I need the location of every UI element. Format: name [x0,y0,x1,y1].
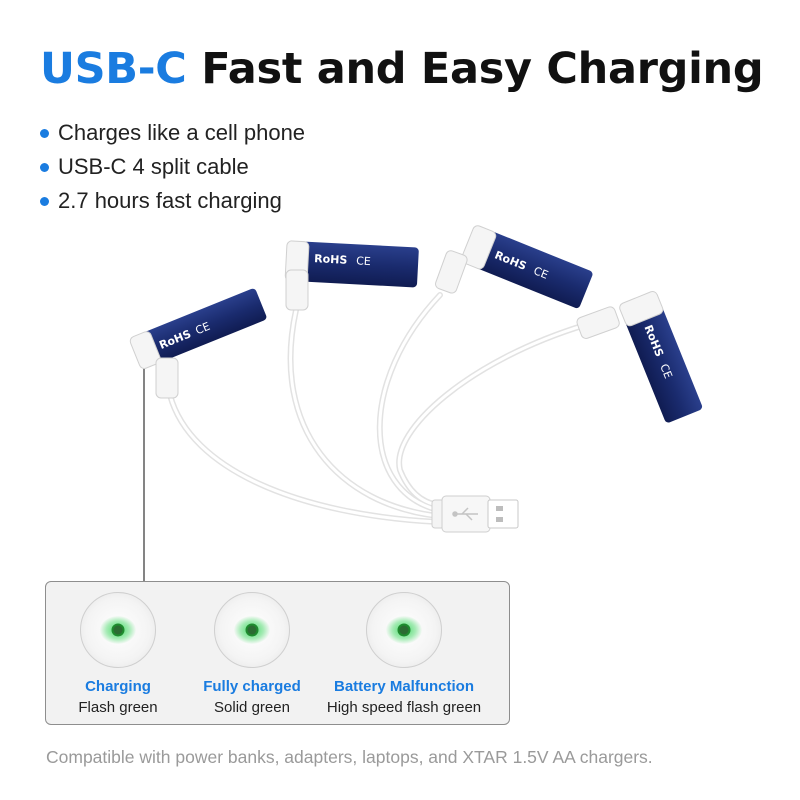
feature-item: Charges like a cell phone [40,116,305,150]
cable-wire [287,307,441,519]
indicator-desc: Flash green [78,699,158,716]
feature-text: USB-C 4 split cable [58,154,249,179]
bullet-dot-icon [40,162,49,172]
rohs-logo: RoHS [314,252,348,267]
feature-item: 2.7 hours fast charging [40,184,305,218]
indicator-battery-malfunction: Battery Malfunction High speed flash gre… [312,592,496,716]
led-ring-icon [366,592,442,668]
feature-text: 2.7 hours fast charging [58,188,282,213]
usb-a-connector [431,495,519,533]
headline: USB-C Fast and Easy Charging [40,40,764,98]
indicator-panel: Charging Flash green Fully charged Solid… [45,581,510,725]
bullet-dot-icon [40,128,49,138]
led-ring-icon [214,592,290,668]
ce-mark: CE [356,254,371,268]
usb-c-plug [576,306,620,339]
feature-item: USB-C 4 split cable [40,150,305,184]
cable-wire [396,322,588,508]
indicator-title: Battery Malfunction [333,678,474,695]
ce-mark: CE [657,362,675,380]
usb-icon [452,507,478,521]
bullet-dot-icon [40,196,49,206]
indicator-title: Fully charged [203,678,301,695]
indicator-desc: High speed flash green [326,699,482,716]
ce-mark: CE [532,264,550,282]
indicator-title: Charging [85,678,151,695]
battery: RoHS CE [129,288,267,369]
ce-mark: CE [193,320,211,338]
cable-wire [376,292,443,513]
cable-wires-highlight [168,293,587,524]
indicator-fully-charged: Fully charged Solid green [192,592,312,716]
compatibility-note: Compatible with power banks, adapters, l… [46,747,653,767]
headline-rest: Fast and Easy Charging [201,44,764,94]
usb-c-plug [285,269,309,311]
usb-c-plug [435,250,468,294]
indicator-desc: Solid green [214,699,290,716]
headline-accent: USB-C [40,44,187,94]
battery: RoHS CE [461,225,593,309]
led-ring-icon [80,592,156,668]
battery: RoHS CE [619,291,703,423]
indicator-charging: Charging Flash green [58,592,178,716]
usb-c-plug [155,357,179,399]
feature-list: Charges like a cell phone USB-C 4 split … [40,116,305,218]
feature-text: Charges like a cell phone [58,120,306,145]
